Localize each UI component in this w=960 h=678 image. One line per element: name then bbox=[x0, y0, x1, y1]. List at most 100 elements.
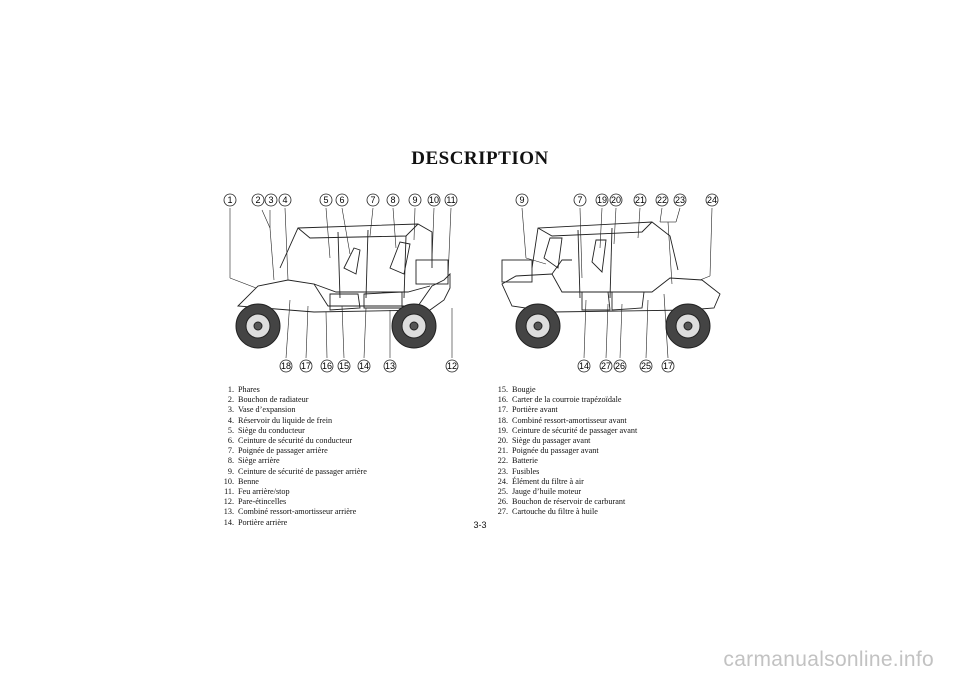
legend-number: 11. bbox=[224, 487, 234, 497]
page-title: DESCRIPTION bbox=[411, 148, 549, 169]
legend-number: 21. bbox=[497, 446, 508, 456]
front-door-shape bbox=[581, 291, 611, 311]
legend-text: Réservoir du liquide de frein bbox=[238, 415, 333, 425]
legend-item: 27.Cartouche du filtre à huile bbox=[494, 507, 734, 517]
legend-item: 5. Siège du conducteur bbox=[220, 426, 470, 436]
callout-number: 9 bbox=[519, 195, 524, 205]
callout-number: 26 bbox=[615, 361, 625, 371]
callout-number: 18 bbox=[281, 361, 291, 371]
callout-number: 27 bbox=[601, 361, 611, 371]
vehicle-right-side-diagram: 9 7 19 20 21 22 23 24 14 27 26 25 17 bbox=[501, 193, 721, 373]
legend-text: Combiné ressort-amortisseur arrière bbox=[238, 507, 357, 517]
legend-text: Siège du conducteur bbox=[238, 425, 305, 435]
legend-text: Bouchon de radiateur bbox=[238, 395, 309, 405]
legend-item: 18.Combiné ressort-amortisseur avant bbox=[494, 416, 734, 426]
legend-item: 13. Combiné ressort-amortisseur arrière bbox=[220, 507, 470, 517]
legend-left: 1. Phares 2. Bouchon de radiateur 3.Vase d… bbox=[220, 385, 470, 528]
legend-item: 3.Vase d’expansion bbox=[220, 405, 470, 415]
legend-text: Siège arrière bbox=[238, 456, 280, 466]
legend-item: 10. Benne bbox=[220, 477, 470, 487]
left-top-callouts: 1 2 3 4 5 6 7 8 9 10 11 bbox=[223, 193, 458, 207]
legend-item: 25.Jauge d’huile moteur bbox=[494, 487, 734, 497]
legend-number: 22. bbox=[497, 456, 508, 466]
legend-item: 4. Réservoir du liquide de frein bbox=[220, 416, 470, 426]
legend-item: 16. Carter de la courroie trapézoïdale bbox=[494, 395, 734, 405]
legend-text: Ceinture de sécurité de passager avant bbox=[512, 425, 638, 435]
legend-right: 15. Bougie 16. Carter de la courroie trapé… bbox=[494, 385, 734, 518]
callout-number: 1 bbox=[227, 195, 232, 205]
legend-number: 2. bbox=[227, 395, 234, 405]
legend-number: 23. bbox=[497, 466, 508, 476]
callout-number: 6 bbox=[339, 195, 344, 205]
legend-item: 11. Feu arrière/stop bbox=[220, 487, 470, 497]
legend-text: Poignée du passager avant bbox=[512, 446, 599, 456]
legend-item: 20.Siège du passager avant bbox=[494, 436, 734, 446]
legend-text: Cartouche du filtre à huile bbox=[512, 507, 598, 517]
legend-item: 24.Élément du filtre à air bbox=[494, 477, 734, 487]
legend-item: 15. Bougie bbox=[494, 385, 734, 395]
legend-number: 15. bbox=[497, 385, 508, 394]
legend-number: 13. bbox=[223, 507, 234, 517]
callout-number: 9 bbox=[412, 195, 417, 205]
legend-text: Batterie bbox=[512, 456, 538, 466]
left-bottom-callouts: 18 17 16 15 14 13 12 bbox=[279, 359, 459, 373]
legend-item: 12.Pare-étincelles bbox=[220, 497, 470, 507]
callout-number: 22 bbox=[657, 195, 667, 205]
callout-number: 12 bbox=[447, 361, 457, 371]
callout-number: 14 bbox=[359, 361, 369, 371]
legend-number: 25. bbox=[497, 487, 508, 497]
legend-number: 9. bbox=[227, 466, 234, 476]
right-bottom-callouts: 14 27 26 25 17 bbox=[577, 359, 675, 373]
legend-number: 16. bbox=[497, 395, 508, 405]
callout-number: 7 bbox=[577, 195, 582, 205]
legend-item: 7.Poignée de passager arrière bbox=[220, 446, 470, 456]
legend-item: 1. Phares bbox=[220, 385, 470, 395]
legend-item: 19.Ceinture de sécurité de passager avan… bbox=[494, 426, 734, 436]
legend-text: Benne bbox=[238, 476, 259, 486]
legend-text: Siège du passager avant bbox=[512, 436, 591, 446]
legend-text: Combiné ressort-amortisseur avant bbox=[512, 415, 627, 425]
vehicle-body bbox=[236, 272, 451, 313]
legend-text: Bougie bbox=[512, 385, 536, 394]
legend-item: 22. Batterie bbox=[494, 456, 734, 466]
legend-item: 23. Fusibles bbox=[494, 467, 734, 477]
legend-number: 4. bbox=[227, 415, 234, 425]
legend-text: Vase d’expansion bbox=[238, 405, 296, 415]
callout-number: 23 bbox=[675, 195, 685, 205]
legend-item: 9. Ceinture de sécurité de passager arriè… bbox=[220, 467, 470, 477]
callout-number: 14 bbox=[579, 361, 589, 371]
legend-number: 14. bbox=[223, 517, 234, 527]
legend-text: Fusibles bbox=[512, 466, 540, 476]
driver-seat-shape bbox=[343, 247, 361, 275]
callout-number: 17 bbox=[301, 361, 311, 371]
callout-number: 10 bbox=[429, 195, 439, 205]
callout-number: 17 bbox=[663, 361, 673, 371]
legend-text: Feu arrière/stop bbox=[238, 487, 290, 497]
passenger-seat-shape bbox=[591, 239, 607, 273]
callout-number: 15 bbox=[339, 361, 349, 371]
legend-item: 17.Portière avant bbox=[494, 405, 734, 415]
legend-number: 26. bbox=[497, 497, 508, 507]
legend-number: 5. bbox=[227, 425, 234, 435]
legend-number: 6. bbox=[227, 436, 234, 446]
legend-text: Ceinture de sécurité de passager arrière bbox=[238, 466, 367, 476]
rear-seat-shape bbox=[389, 241, 411, 275]
legend-text: Portière arrière bbox=[238, 517, 288, 527]
legend-text: Carter de la courroie trapézoïdale bbox=[512, 395, 622, 405]
legend-text: Phares bbox=[238, 385, 260, 394]
legend-number: 24. bbox=[497, 476, 508, 486]
callout-number: 19 bbox=[597, 195, 607, 205]
legend-number: 10. bbox=[223, 476, 234, 486]
callout-number: 21 bbox=[635, 195, 645, 205]
watermark: carmanualsonline.info bbox=[723, 648, 934, 671]
legend-number: 8. bbox=[227, 456, 234, 466]
legend-item: 21. Poignée du passager avant bbox=[494, 446, 734, 456]
callout-number: 8 bbox=[390, 195, 395, 205]
legend-text: Bouchon de réservoir de carburant bbox=[512, 497, 626, 507]
callout-number: 25 bbox=[641, 361, 651, 371]
legend-item: 8. Siège arrière bbox=[220, 456, 470, 466]
legend-item: 14. Portière arrière bbox=[220, 518, 470, 528]
legend-number: 1. bbox=[227, 385, 234, 394]
right-top-callouts: 9 7 19 20 21 22 23 24 bbox=[515, 193, 719, 207]
cargo-bed-shape bbox=[501, 259, 533, 283]
